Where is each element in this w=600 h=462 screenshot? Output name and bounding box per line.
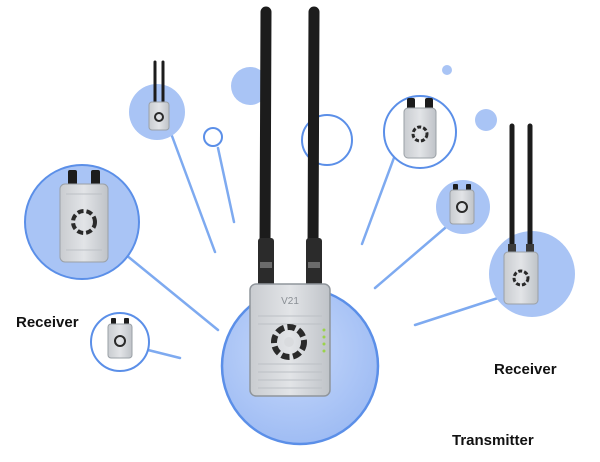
receiver-device-top-left [148, 60, 170, 131]
deco-bubble [475, 109, 497, 131]
antenna-icon [307, 6, 320, 256]
link-line-mid-right [373, 220, 454, 290]
link-line-right [413, 296, 500, 327]
fan-icon [154, 112, 164, 122]
vent-lines [258, 315, 322, 389]
receiver-label-left: Receiver [16, 314, 79, 331]
decorative-bubbles [203, 65, 497, 166]
receiver-device-bottom-left [107, 318, 133, 359]
link-line-bottom-left [146, 348, 182, 360]
receiver-device-top-right [403, 98, 437, 159]
link-line-left [118, 248, 220, 332]
fan-icon [114, 335, 126, 347]
fan-icon [271, 324, 307, 360]
antenna-icon [259, 6, 272, 256]
fan-icon [71, 209, 97, 235]
deco-bubble [442, 65, 452, 75]
link-lines [118, 134, 500, 360]
receiver-device-right [503, 123, 539, 305]
receiver-label-right: Receiver [494, 361, 557, 378]
link-line-top-right [360, 153, 397, 246]
transmitter-label: Transmitter [452, 432, 534, 449]
status-led-icon [322, 328, 326, 353]
deco-bubble [231, 67, 269, 105]
link-line-top-left [170, 134, 217, 254]
deco-ring [301, 114, 353, 166]
model-text: V21 [281, 296, 299, 307]
deco-ring [203, 127, 223, 147]
transmitter-device: V21 [249, 6, 331, 397]
fan-icon [411, 125, 429, 143]
receiver-device-left [59, 170, 109, 263]
link-line-small-ring [216, 146, 236, 224]
fan-icon [456, 201, 468, 213]
fan-icon [512, 269, 530, 287]
receiver-device-mid-right [449, 184, 475, 225]
